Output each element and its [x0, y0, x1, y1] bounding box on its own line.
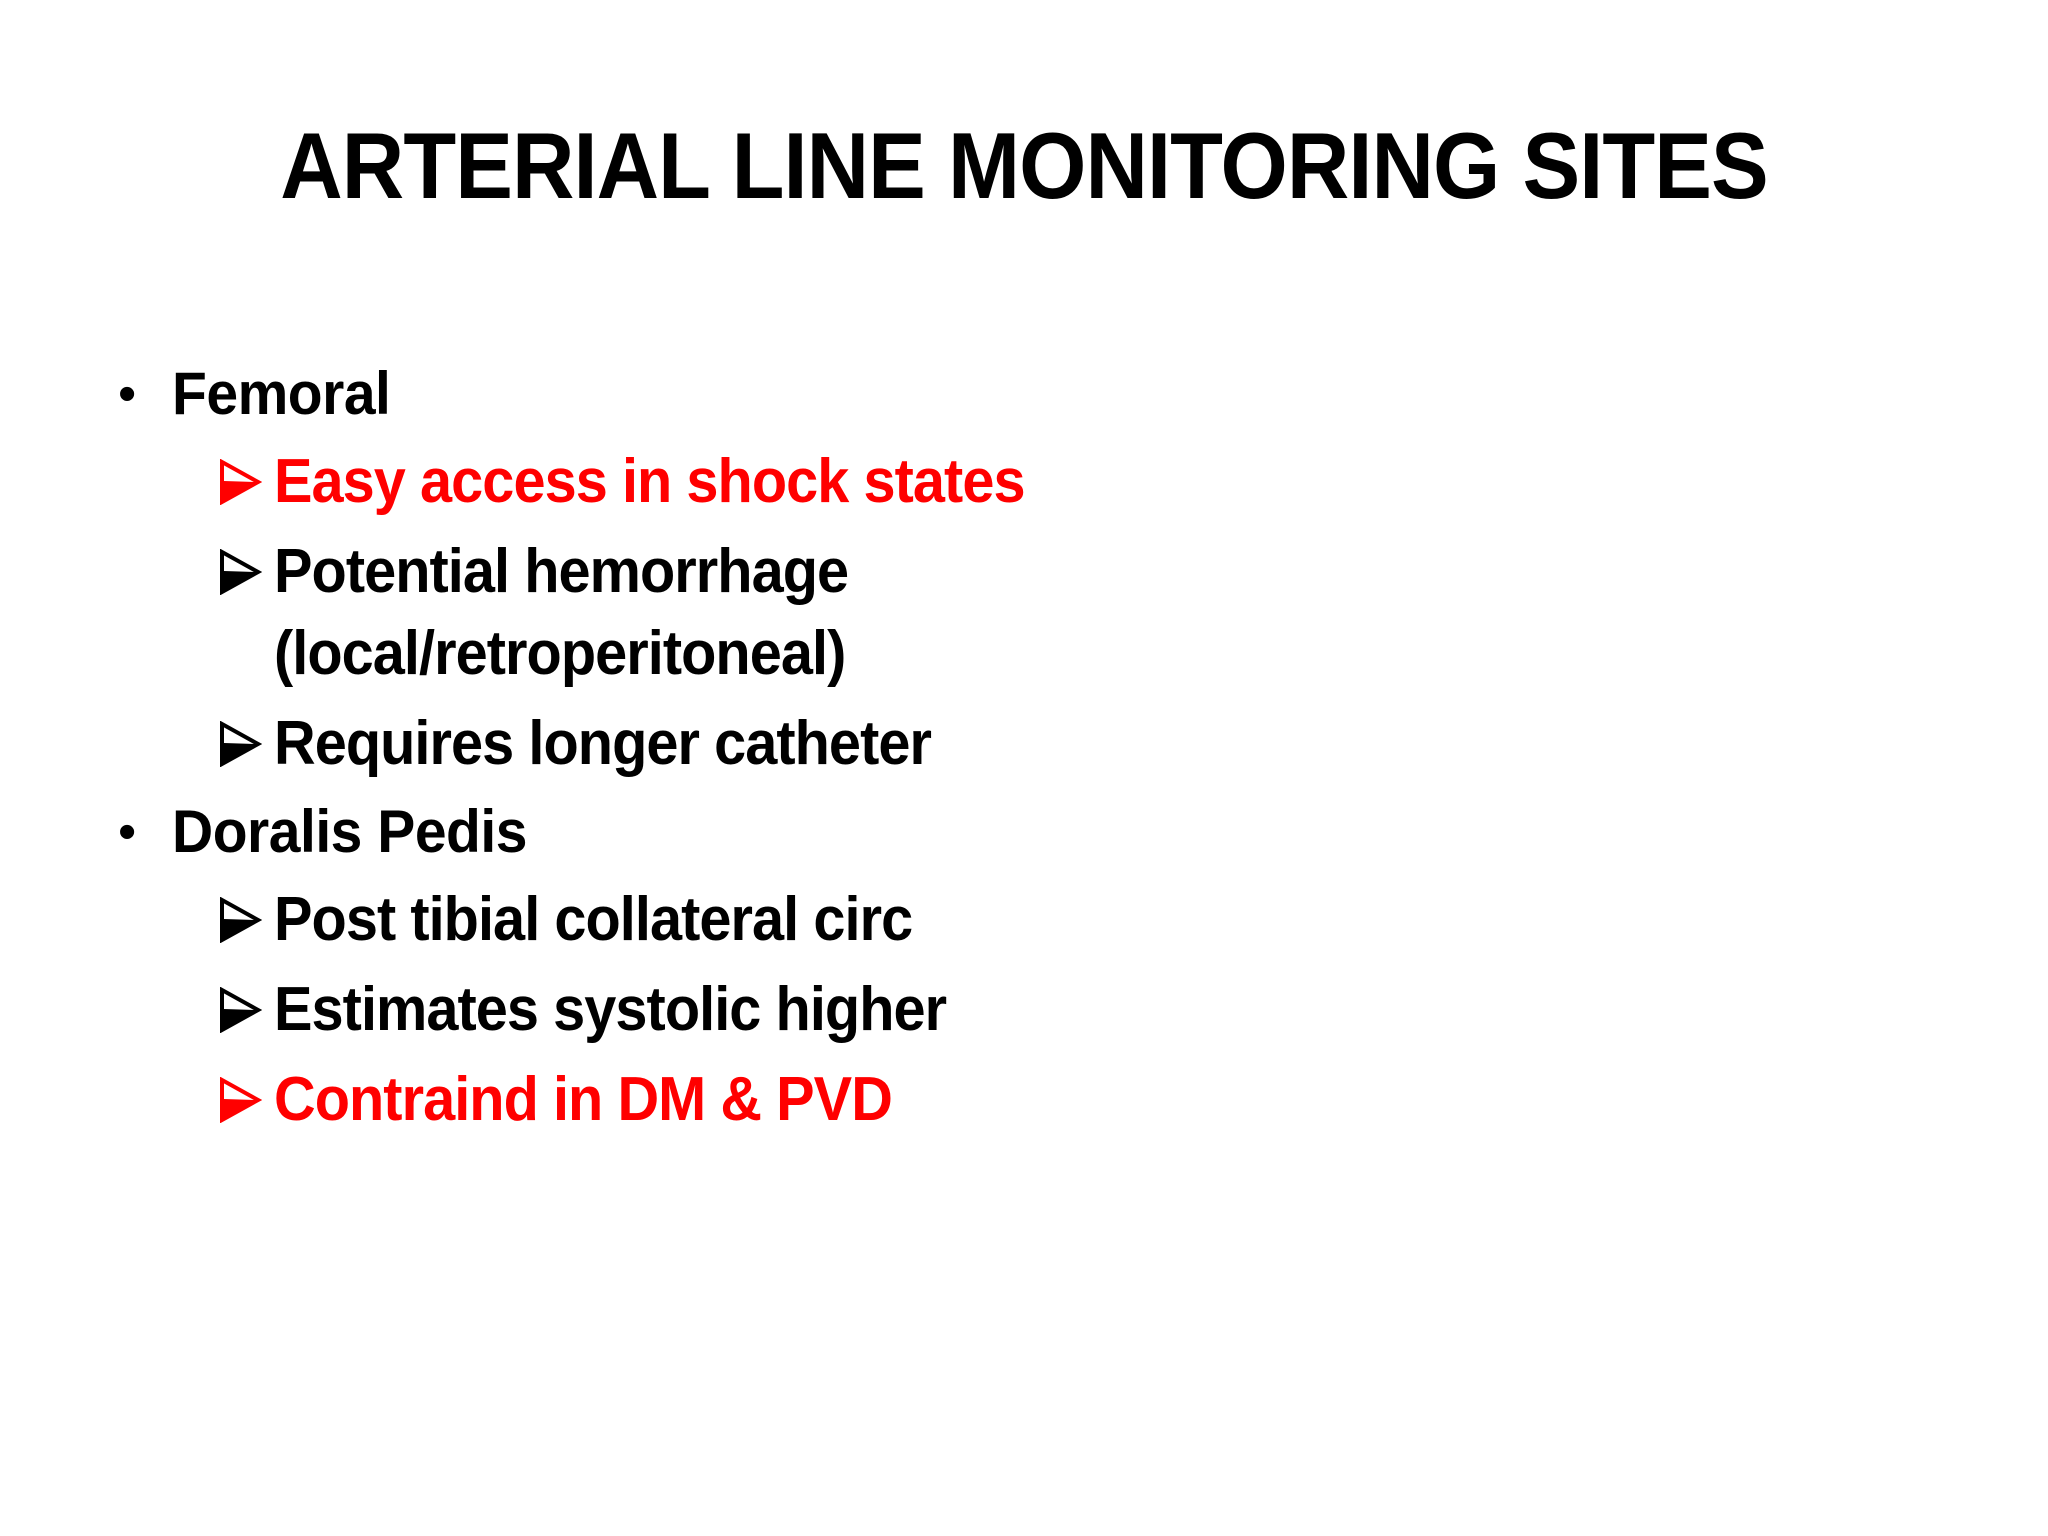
arrowhead-icon	[218, 441, 274, 505]
sub-item-post-tibial-collateral-circ[interactable]: Post tibial collateral circ	[218, 879, 1988, 961]
sub-item-label: Contraind in DM & PVD	[274, 1065, 893, 1134]
page-title: ARTERIAL LINE MONITORING SITES	[280, 113, 1768, 218]
bullet-dot-icon: •	[118, 365, 137, 423]
sub-item-label: Post tibial collateral circ	[274, 885, 913, 954]
list-item-label: Femoral	[172, 360, 391, 427]
bullet-dot-icon: •	[118, 803, 137, 861]
list-item-label: Doralis Pedis	[172, 798, 527, 865]
sub-item-label: Easy access in shock states	[274, 447, 1026, 516]
sub-item-label: Estimates systolic higher	[274, 975, 947, 1044]
sub-item-easy-access[interactable]: Easy access in shock states	[218, 441, 1988, 523]
arrowhead-icon	[218, 879, 274, 943]
content-outline: • Femoral Easy access in shock states Po…	[108, 355, 1988, 1149]
arrowhead-icon	[218, 969, 274, 1033]
sub-item-potential-hemorrhage[interactable]: Potential hemorrhage (local/retroperiton…	[218, 531, 1988, 695]
list-item-femoral[interactable]: • Femoral	[108, 355, 1988, 433]
sub-item-label: Requires longer catheter	[274, 709, 932, 778]
list-item-doralis-pedis[interactable]: • Doralis Pedis	[108, 793, 1988, 871]
arrowhead-icon	[218, 1059, 274, 1123]
arrowhead-icon	[218, 531, 274, 595]
sub-item-requires-longer-catheter[interactable]: Requires longer catheter	[218, 703, 1988, 785]
sub-item-label: Potential hemorrhage (local/retroperiton…	[274, 537, 849, 688]
sub-item-estimates-systolic-higher[interactable]: Estimates systolic higher	[218, 969, 1988, 1051]
arrowhead-icon	[218, 703, 274, 767]
sub-item-contraind-dm-pvd[interactable]: Contraind in DM & PVD	[218, 1059, 1988, 1141]
